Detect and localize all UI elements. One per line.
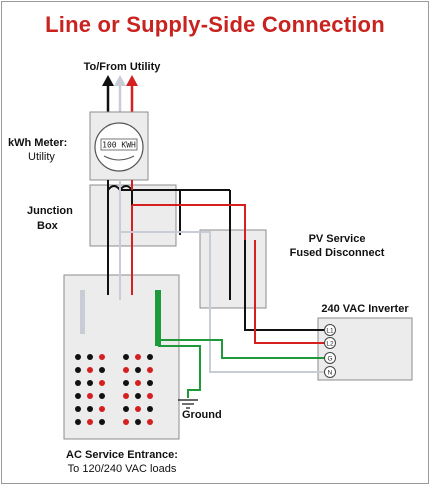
breaker-row	[75, 354, 153, 360]
terminal-l1: L1	[324, 324, 336, 336]
service-entrance-panel	[63, 274, 180, 440]
pv-label-2: Fused Disconnect	[290, 247, 385, 259]
red-wires	[131, 180, 330, 344]
meter-display	[100, 138, 138, 151]
svg-text:G: G	[327, 356, 332, 363]
utility-label: To/From Utility	[84, 61, 162, 73]
svg-text:L1: L1	[326, 328, 334, 335]
breaker-row	[75, 393, 153, 399]
utility-black-arrow	[102, 75, 114, 86]
breaker-row	[75, 419, 153, 425]
junction-label-2: Box	[37, 220, 59, 232]
inverter-label: 240 VAC Inverter	[321, 303, 409, 315]
page-title: Line or Supply-Side Connection	[45, 12, 385, 37]
entrance-label-2: To 120/240 VAC loads	[68, 463, 177, 475]
ground-bar	[155, 290, 161, 346]
svg-text:N: N	[328, 370, 333, 377]
pv-label-1: PV Service	[309, 233, 366, 245]
ground-label: Ground	[182, 409, 222, 421]
white-wires	[119, 180, 330, 373]
inverter-terminals: L1 L2 G N	[324, 324, 336, 378]
ground-symbol	[178, 399, 198, 409]
meter-subtitle: Utility	[28, 151, 55, 163]
utility-arrows	[102, 75, 138, 112]
junction-label-1: Junction	[27, 205, 73, 217]
neutral-bar	[80, 290, 85, 334]
breaker-row	[75, 380, 153, 386]
terminal-g: G	[324, 352, 336, 364]
terminal-l2: L2	[324, 337, 336, 349]
breaker-grid	[75, 354, 153, 425]
green-wires	[158, 339, 330, 398]
svg-text:L2: L2	[326, 341, 334, 348]
breaker-row	[75, 406, 153, 412]
breaker-row	[75, 367, 153, 373]
meter-display-text: 100 KWH	[102, 141, 136, 150]
utility-red-arrow	[126, 75, 138, 86]
utility-white-arrow	[114, 75, 126, 86]
kwh-meter: 100 KWH	[89, 111, 149, 181]
meter-title: kWh Meter:	[8, 137, 67, 149]
entrance-label-1: AC Service Entrance:	[66, 449, 178, 461]
terminal-n: N	[324, 366, 336, 378]
